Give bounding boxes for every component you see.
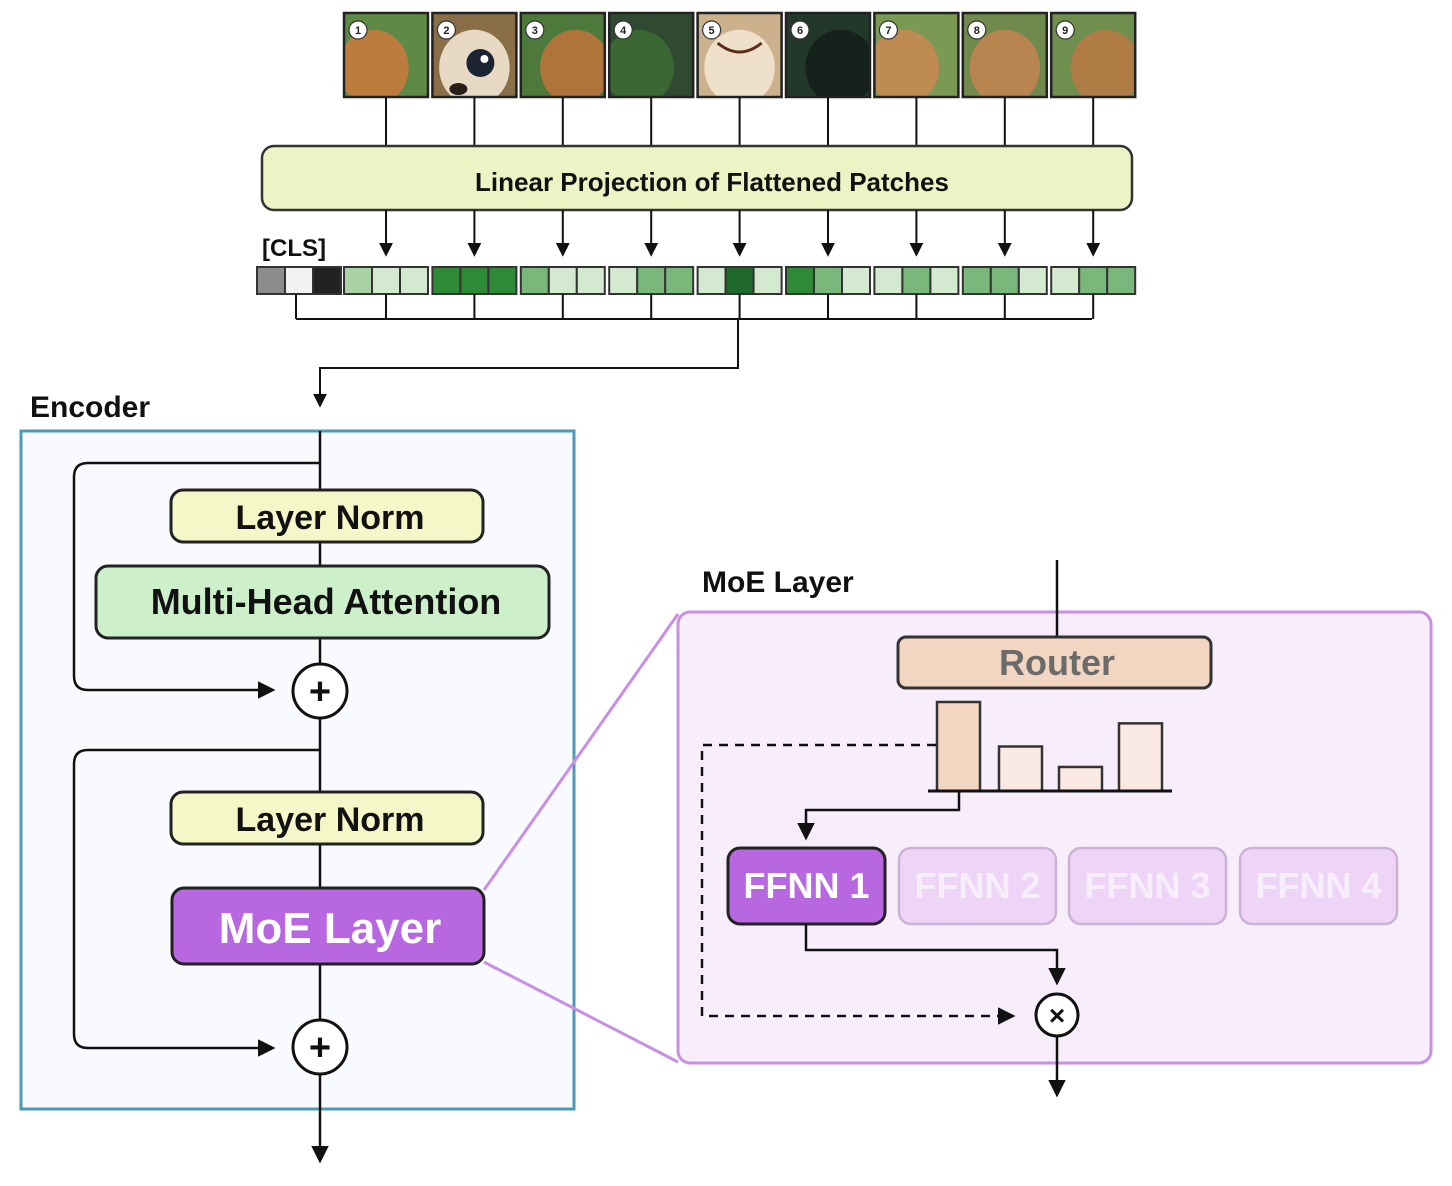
patch-token — [696, 266, 783, 295]
patch-token — [343, 266, 429, 295]
image-patch: 6 — [784, 11, 872, 99]
multiply-symbol: × — [1049, 1000, 1065, 1031]
router-weight-bar — [935, 700, 982, 793]
image-patch: 5 — [696, 11, 783, 99]
multiply-node: × — [1034, 992, 1080, 1038]
encoder-flow — [72, 431, 329, 1164]
patch-number: 4 — [620, 25, 627, 37]
patch-number-badge — [701, 20, 722, 40]
patch-token — [608, 266, 695, 295]
expert-ffnn: FFNN 2 — [897, 846, 1058, 926]
layer-norm-2: Layer Norm — [169, 790, 485, 846]
patch-number: 3 — [532, 25, 538, 37]
image-patch: 3 — [519, 11, 607, 99]
router-label: Router — [999, 642, 1115, 683]
patch-number: 5 — [709, 25, 715, 37]
linear-projection: Linear Projection of Flattened Patches — [260, 144, 1134, 212]
add-symbol-2: + — [309, 1027, 331, 1069]
image-patch: 4 — [607, 11, 695, 99]
router-weight-bar — [1117, 722, 1164, 793]
router-weight-bar — [1057, 765, 1104, 793]
layer-norm-1-label: Layer Norm — [236, 499, 425, 537]
patch-number-badge — [436, 20, 456, 40]
token-embeddings — [256, 266, 1137, 295]
patch-connectors — [385, 97, 1095, 146]
attention-label: Multi-Head Attention — [151, 581, 502, 622]
experts: FFNN 1 FFNN 2 FFNN 3 FFNN 4 — [726, 846, 1399, 926]
image-patch: 1 — [342, 11, 430, 99]
patch-number: 8 — [974, 25, 980, 37]
add-node-2: + — [291, 1018, 349, 1076]
projection-label: Linear Projection of Flattened Patches — [475, 167, 949, 197]
expert-label: FFNN 3 — [1085, 865, 1211, 906]
image-patch: 8 — [961, 11, 1049, 99]
patch-number: 9 — [1062, 25, 1068, 37]
image-patch: 9 — [1049, 11, 1137, 99]
image-patch: 2 — [431, 11, 518, 99]
layer-norm-2-label: Layer Norm — [236, 801, 425, 839]
patch-number: 2 — [443, 25, 449, 37]
multi-head-attention: Multi-Head Attention — [94, 564, 551, 640]
patch-number-badge — [790, 20, 810, 40]
projection-to-token-arrows — [379, 210, 1101, 257]
patch-number-badge — [613, 20, 633, 40]
moe-layer-block: MoE Layer — [170, 886, 486, 966]
patch-number-badge — [348, 20, 368, 40]
cls-token — [256, 266, 342, 295]
patch-number-badge — [525, 20, 545, 40]
expert-ffnn: FFNN 3 — [1067, 846, 1228, 926]
patch-number-badge — [967, 20, 987, 40]
expert-output-arrow — [804, 924, 1066, 986]
moe-detail-title: MoE Layer — [702, 566, 854, 599]
zoom-connectors — [482, 613, 680, 1064]
expert-label: FFNN 1 — [744, 865, 870, 906]
router-weight-bar — [997, 745, 1044, 793]
router: Router — [896, 635, 1213, 690]
add-node-1: + — [291, 662, 349, 720]
moe-layer-label: MoE Layer — [219, 904, 442, 953]
encoder-title: Encoder — [30, 391, 150, 424]
patch-number-badge — [878, 20, 899, 40]
expert-label: FFNN 4 — [1256, 865, 1382, 906]
cls-label: [CLS] — [262, 235, 326, 262]
weight-dashed-path — [700, 743, 1016, 1025]
patch-number: 6 — [797, 25, 803, 37]
patch-number: 7 — [885, 25, 891, 37]
image-patch: 7 — [873, 11, 960, 99]
patch-token — [873, 266, 960, 295]
expert-label: FFNN 2 — [915, 865, 1041, 906]
patch-token — [1050, 266, 1137, 295]
patch-token — [431, 266, 518, 295]
expert-ffnn: FFNN 1 — [726, 846, 887, 926]
image-patches: 1 2 3 4 5 6 7 8 9 — [342, 11, 1137, 99]
layer-norm-1: Layer Norm — [169, 488, 485, 544]
add-symbol-1: + — [309, 671, 331, 713]
patch-number-badge — [1055, 20, 1075, 40]
expert-ffnn: FFNN 4 — [1238, 846, 1399, 926]
token-bus — [295, 294, 1095, 408]
patch-token — [785, 266, 871, 295]
patch-number: 1 — [355, 25, 361, 37]
patch-token — [519, 266, 606, 295]
patch-token — [961, 266, 1048, 295]
encoder-box — [19, 429, 576, 1111]
selection-arrow — [797, 791, 961, 841]
